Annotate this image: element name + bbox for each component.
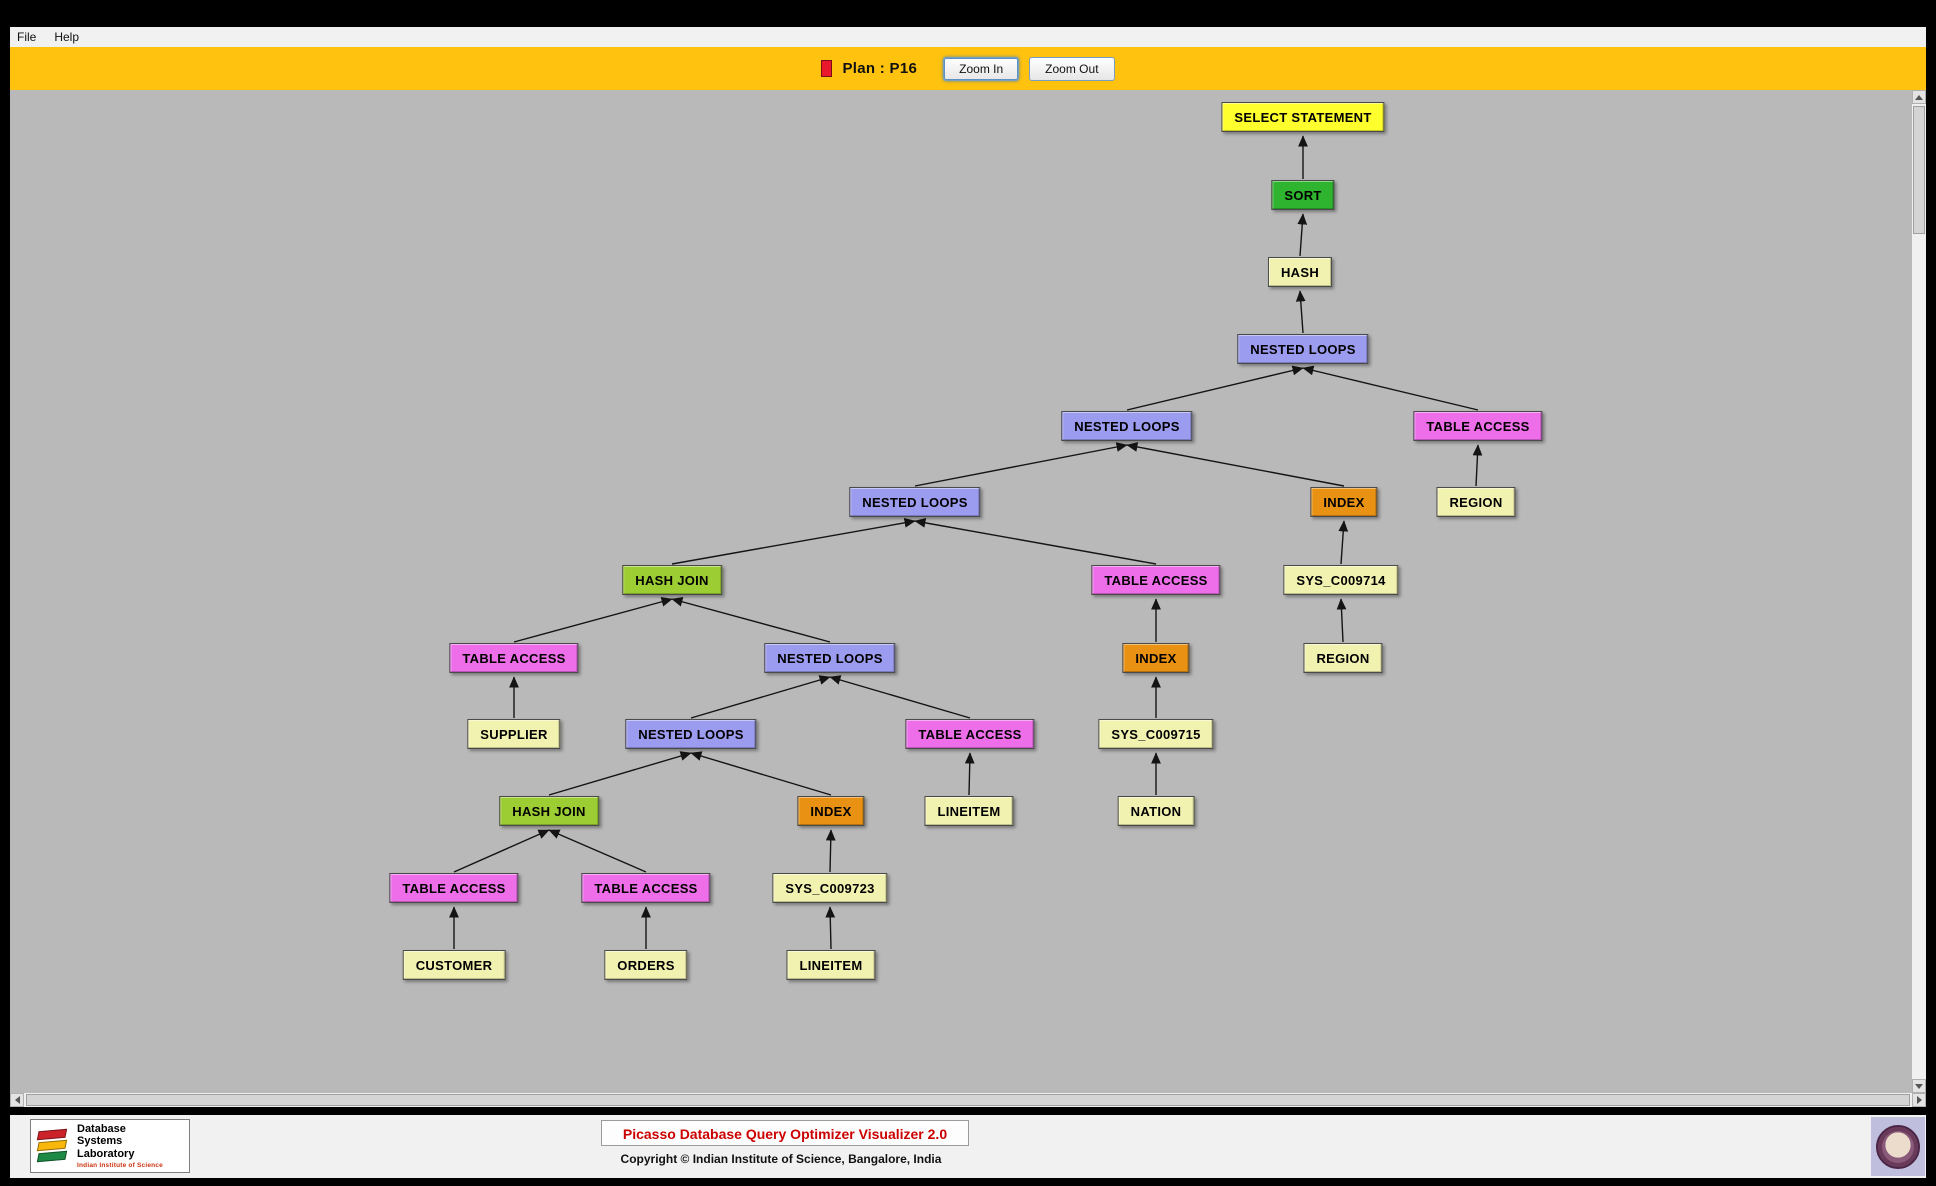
plan-edge (825, 829, 836, 873)
menu-bar: File Help (10, 27, 1926, 47)
scroll-down-button[interactable] (1912, 1079, 1926, 1093)
logo-subtitle: Indian Institute of Science (77, 1161, 163, 1169)
plan-node-sort[interactable]: SORT (1271, 180, 1335, 210)
plan-edge (1295, 290, 1306, 334)
plan-node-select-statement[interactable]: SELECT STATEMENT (1221, 102, 1385, 132)
horizontal-scrollbar-thumb[interactable] (26, 1094, 1910, 1106)
arrow-left-icon (14, 1096, 20, 1104)
plan-node-table-access[interactable]: TABLE ACCESS (1413, 411, 1543, 441)
plan-node-sys-c009714[interactable]: SYS_C009714 (1283, 565, 1399, 595)
plan-edge (1302, 365, 1479, 411)
plan-edge (964, 752, 975, 796)
plan-node-index[interactable]: INDEX (1122, 643, 1190, 673)
plan-edge (1338, 520, 1349, 565)
dsl-logo-text: Database Systems Laboratory Indian Insti… (77, 1123, 163, 1169)
plan-label: Plan : P16 (842, 60, 918, 77)
plan-node-orders[interactable]: ORDERS (604, 950, 688, 980)
plan-edge (914, 442, 1128, 487)
toolbar: Plan : P16 Zoom In Zoom Out (10, 47, 1926, 90)
arrow-up-icon (1915, 94, 1923, 100)
plan-edge (1336, 598, 1347, 643)
plan-node-sys-c009715[interactable]: SYS_C009715 (1098, 719, 1214, 749)
logo-layer-red (36, 1128, 68, 1141)
iisc-seal-icon (1876, 1124, 1920, 1169)
logo-line-3: Laboratory (77, 1147, 135, 1160)
plan-node-nation[interactable]: NATION (1117, 796, 1195, 826)
plan-node-customer[interactable]: CUSTOMER (402, 950, 506, 980)
iisc-emblem (1871, 1117, 1925, 1176)
scroll-right-button[interactable] (1912, 1093, 1926, 1107)
plan-edge (690, 675, 831, 719)
vertical-scrollbar[interactable] (1912, 90, 1926, 1093)
plan-edge (1126, 442, 1345, 487)
plan-node-region[interactable]: REGION (1436, 487, 1516, 517)
plan-edge (671, 597, 831, 643)
plan-node-nested-loops[interactable]: NESTED LOOPS (1237, 334, 1369, 364)
menu-help[interactable]: Help (54, 30, 80, 44)
logo-line-1: Database (77, 1122, 126, 1135)
menu-file[interactable]: File (17, 30, 37, 44)
plan-node-table-access[interactable]: TABLE ACCESS (389, 873, 519, 903)
zoom-in-button[interactable]: Zoom In (943, 56, 1020, 81)
status-bar: Database Systems Laboratory Indian Insti… (10, 1115, 1926, 1178)
logo-layer-yellow (36, 1139, 68, 1152)
plan-node-sys-c009723[interactable]: SYS_C009723 (772, 873, 888, 903)
copyright-text: Copyright © Indian Institute of Science,… (620, 1152, 942, 1166)
app-title: Picasso Database Query Optimizer Visuali… (601, 1120, 969, 1146)
plan-edge (548, 751, 692, 796)
plan-node-hash-join[interactable]: HASH JOIN (499, 796, 599, 826)
plan-node-nested-loops[interactable]: NESTED LOOPS (625, 719, 757, 749)
plan-edge (453, 829, 550, 873)
plan-edge (690, 751, 832, 796)
dsl-logo-icon (36, 1125, 70, 1167)
plan-node-table-access[interactable]: TABLE ACCESS (449, 643, 579, 673)
plan-node-table-access[interactable]: TABLE ACCESS (905, 719, 1035, 749)
plan-node-table-access[interactable]: TABLE ACCESS (581, 873, 711, 903)
plan-edge (671, 518, 916, 565)
plan-node-nested-loops[interactable]: NESTED LOOPS (764, 643, 896, 673)
arrow-right-icon (1916, 1096, 1922, 1104)
plan-node-supplier[interactable]: SUPPLIER (467, 719, 561, 749)
plan-flag-icon (821, 60, 833, 77)
plan-edge (513, 597, 673, 643)
logo-line-2: Systems (77, 1135, 123, 1148)
plan-node-index[interactable]: INDEX (1310, 487, 1378, 517)
plan-node-lineitem[interactable]: LINEITEM (786, 950, 876, 980)
plan-node-region[interactable]: REGION (1303, 643, 1383, 673)
plan-edge (548, 829, 647, 873)
plan-node-nested-loops[interactable]: NESTED LOOPS (849, 487, 981, 517)
logo-layer-green (36, 1150, 68, 1163)
arrow-down-icon (1915, 1083, 1923, 1089)
plan-node-lineitem[interactable]: LINEITEM (924, 796, 1014, 826)
plan-edge (914, 518, 1157, 565)
plan-tree-edges (449, 135, 1483, 950)
dsl-logo: Database Systems Laboratory Indian Insti… (30, 1119, 190, 1173)
plan-node-index[interactable]: INDEX (797, 796, 865, 826)
plan-edge (1472, 444, 1483, 487)
plan-node-hash-join[interactable]: HASH JOIN (622, 565, 722, 595)
plan-edge (1126, 365, 1304, 411)
scroll-up-button[interactable] (1912, 90, 1926, 104)
plan-canvas[interactable]: SELECT STATEMENT SORT HASH NESTED LOOPS NEST… (10, 90, 1912, 1093)
scroll-left-button[interactable] (10, 1093, 24, 1107)
plan-node-table-access[interactable]: TABLE ACCESS (1091, 565, 1221, 595)
zoom-out-button[interactable]: Zoom Out (1029, 56, 1115, 81)
horizontal-scrollbar[interactable] (10, 1093, 1926, 1107)
plan-edge (1297, 213, 1308, 257)
plan-node-hash[interactable]: HASH (1267, 257, 1333, 287)
plan-edge (825, 906, 836, 950)
vertical-scrollbar-thumb[interactable] (1913, 106, 1925, 234)
plan-node-nested-loops[interactable]: NESTED LOOPS (1061, 411, 1193, 441)
plan-edge (829, 675, 971, 719)
